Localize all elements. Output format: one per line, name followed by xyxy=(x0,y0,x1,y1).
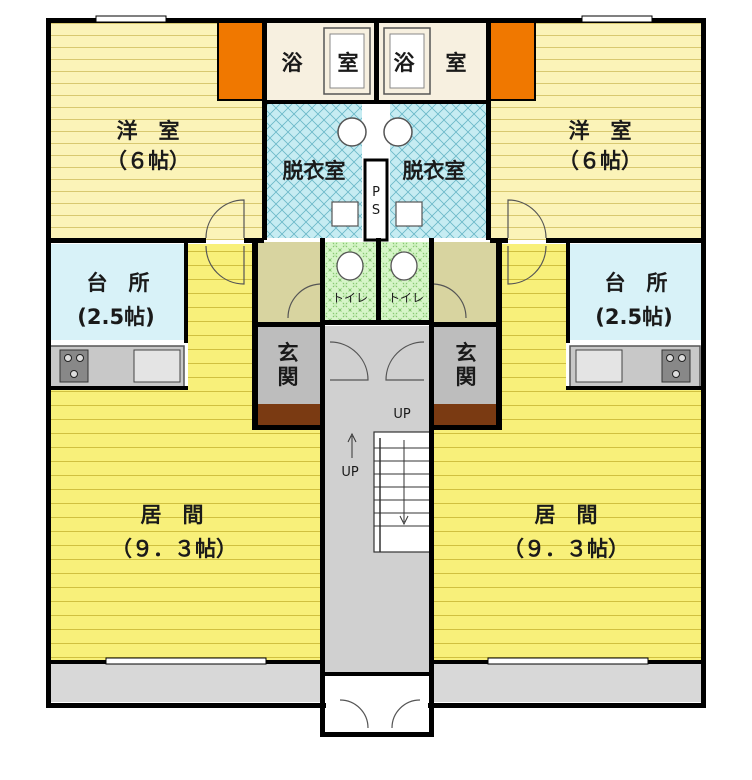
living-right-name: 居 間 xyxy=(535,503,598,527)
living-left-floor xyxy=(50,390,320,662)
corridor-bottom xyxy=(324,674,430,732)
entrance-left-step xyxy=(256,404,320,426)
kitchen-right-floor xyxy=(566,244,702,340)
entrance-right-step xyxy=(434,404,498,426)
western-right-size: （６帖） xyxy=(558,149,642,173)
hall-left xyxy=(256,242,320,324)
hall-right xyxy=(434,242,498,324)
toilet-right-label: トイレ xyxy=(388,291,424,305)
burner-right-3 xyxy=(672,370,680,378)
toilet-bowl-right xyxy=(390,251,418,281)
sink-left xyxy=(331,201,359,227)
entrance-right-a: 玄 xyxy=(456,341,477,365)
living-right-size: （９．３帖） xyxy=(503,537,629,561)
entrance-left-floor xyxy=(256,326,320,404)
ps-label-b: S xyxy=(372,203,380,218)
bathtub-right-inner xyxy=(389,33,425,89)
burner-left-2 xyxy=(76,354,84,362)
washbasin-left xyxy=(337,117,367,147)
living-left-size: （９．３帖） xyxy=(111,537,237,561)
ps-label-a: P xyxy=(372,185,380,200)
living-right-upper xyxy=(500,244,566,390)
kitchen-sink-right xyxy=(575,349,623,383)
burner-left-3 xyxy=(70,370,78,378)
bath-left-a: 浴 xyxy=(282,51,304,75)
windows xyxy=(95,15,653,665)
burner-left-1 xyxy=(64,354,72,362)
kitchen-left-size: (2.5帖) xyxy=(77,305,154,329)
kitchen-right-name: 台 所 xyxy=(605,271,668,295)
burner-right-1 xyxy=(666,354,674,362)
bath-left-b: 室 xyxy=(338,51,359,75)
pipe-space xyxy=(363,158,389,242)
dressing-left-label: 脱衣室 xyxy=(283,159,346,183)
kitchen-right-size: (2.5帖) xyxy=(595,305,672,329)
bath-right-b: 室 xyxy=(446,51,467,75)
balcony-left xyxy=(50,664,322,702)
toilet-bowl-left xyxy=(336,251,364,281)
walls xyxy=(46,18,706,737)
stairs-up-label-2: UP xyxy=(341,465,359,480)
entrance-right-floor xyxy=(434,326,498,404)
balcony-right xyxy=(432,664,702,702)
kitchen-sink-left xyxy=(133,349,181,383)
bathtub-left-inner xyxy=(329,33,365,89)
stairs-up-label-1: UP xyxy=(393,407,411,422)
entrance-left-a: 玄 xyxy=(278,341,299,365)
staircase xyxy=(347,431,431,553)
entrance-right-b: 関 xyxy=(456,365,477,389)
western-left-name: 洋 室 xyxy=(117,119,180,143)
entrance-left-b: 関 xyxy=(278,365,299,389)
burner-right-2 xyxy=(678,354,686,362)
western-right-name: 洋 室 xyxy=(569,119,632,143)
kitchen-left-floor xyxy=(50,244,188,340)
dressing-right-label: 脱衣室 xyxy=(403,159,466,183)
living-left-upper xyxy=(188,244,252,390)
closet-right xyxy=(487,21,536,101)
washbasin-right xyxy=(383,117,413,147)
toilet-left-label: トイレ xyxy=(332,291,368,305)
closet-left xyxy=(217,21,266,101)
bath-right-a: 浴 xyxy=(394,51,416,75)
sink-right xyxy=(395,201,423,227)
living-left-name: 居 間 xyxy=(141,503,204,527)
living-right-floor xyxy=(432,390,702,662)
door-swings xyxy=(205,199,547,729)
kitchen-left-name: 台 所 xyxy=(87,271,150,295)
western-left-size: （６帖） xyxy=(106,149,190,173)
